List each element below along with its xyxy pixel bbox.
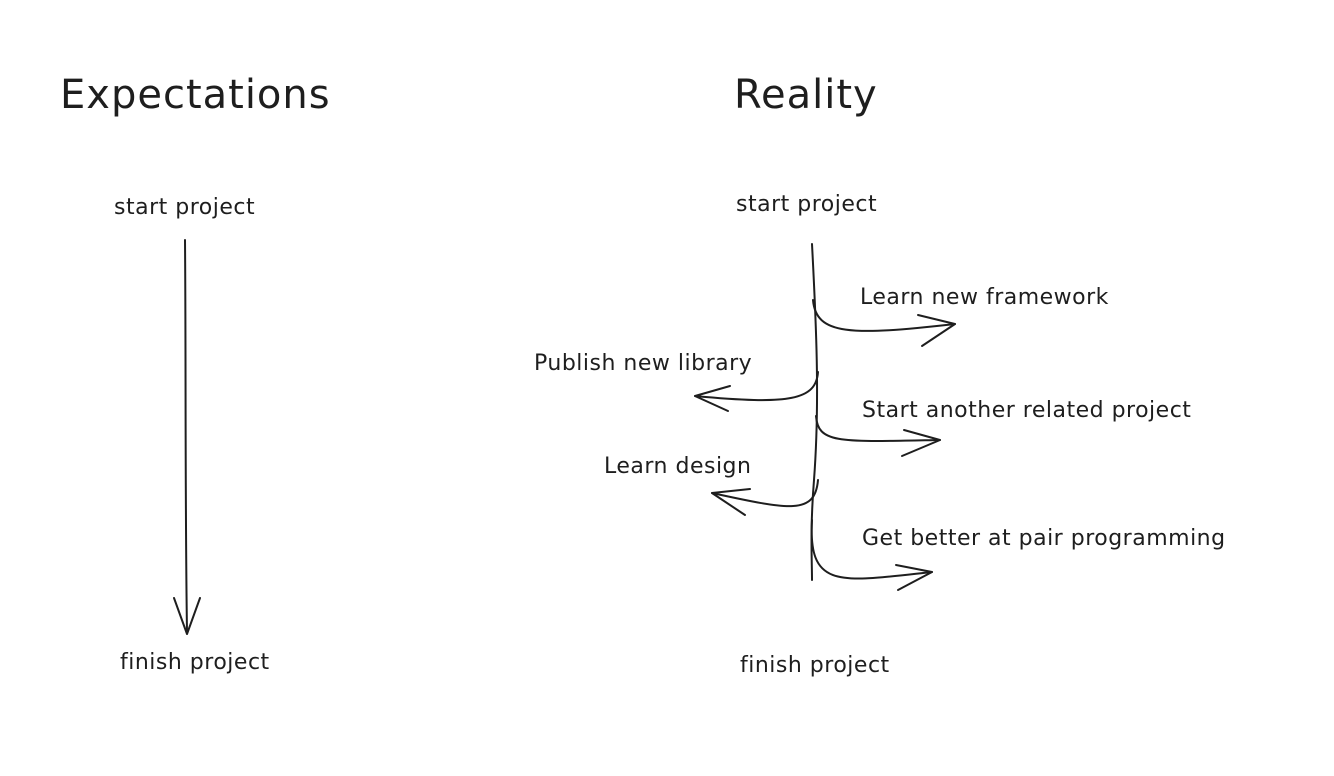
branch-arrow-get-better-at-pair-programming (810, 519, 933, 591)
branch-label-learn-design: Learn design (604, 454, 752, 479)
expectations-title: Expectations (60, 72, 331, 118)
expectations-arrow-shaft (184, 239, 188, 633)
branch-arrow-publish-new-library (694, 371, 819, 412)
expectations-arrow-head (173, 597, 201, 635)
expectations-arrow (173, 239, 201, 635)
reality-start-label: start project (736, 192, 878, 217)
branch-label-start-another-related-project: Start another related project (862, 398, 1192, 423)
reality-finish-label: finish project (740, 653, 890, 678)
expectations-start-label: start project (114, 195, 256, 220)
branch-arrow-learn-design (711, 479, 819, 516)
reality-title: Reality (734, 72, 878, 118)
branch-arrow-start-another-related-project (815, 415, 941, 457)
expectations-finish-label: finish project (120, 650, 270, 675)
branch-arrow-learn-new-framework (812, 299, 956, 347)
branch-label-get-better-at-pair-programming: Get better at pair programming (862, 526, 1226, 551)
branch-label-learn-new-framework: Learn new framework (860, 285, 1109, 310)
reality-trunk-line (810, 243, 819, 581)
branch-label-publish-new-library: Publish new library (534, 351, 753, 376)
